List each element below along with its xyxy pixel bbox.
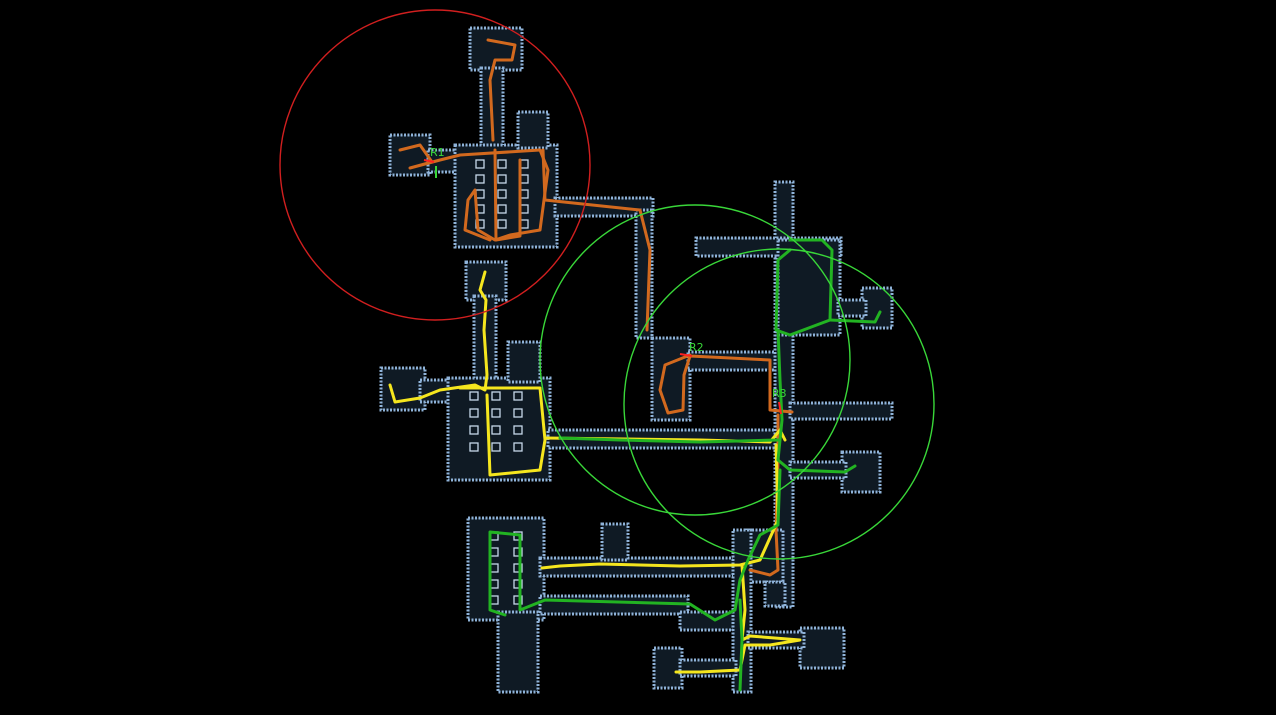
ring-r2 <box>539 204 851 516</box>
room-mid-top <box>464 260 508 302</box>
shelf-cell <box>497 204 507 214</box>
shelf-cell <box>475 219 485 229</box>
path-orange-branch <box>493 148 522 242</box>
path-yellow-mid-room <box>458 386 547 477</box>
path-green-south-2 <box>738 598 744 692</box>
shelf-cell <box>513 531 523 541</box>
shelf-cell <box>513 547 523 557</box>
path-orange-east <box>541 148 652 332</box>
room-south-west-lower <box>496 610 540 694</box>
robot-r2-heading <box>679 353 693 357</box>
room-south-tiny <box>763 580 787 608</box>
room-south-small <box>652 646 684 690</box>
shelf-cell <box>469 391 479 401</box>
shelf-cell <box>491 408 501 418</box>
robot-r3[interactable]: R3 <box>772 387 787 415</box>
shelf-cell <box>513 563 523 573</box>
robot-r3-label: R3 <box>772 387 787 400</box>
shelf-cell <box>497 174 507 184</box>
shelf-cell <box>475 174 485 184</box>
path-yellow-south-2 <box>674 563 802 674</box>
sensor-rings <box>279 9 935 560</box>
map-structure <box>379 26 894 694</box>
robot-markers[interactable]: R1 R2 R3 <box>423 146 787 415</box>
room-mid-main <box>446 376 552 482</box>
path-green-corridor <box>558 436 780 444</box>
room-mid-left <box>379 366 427 412</box>
ring-r3 <box>623 248 935 560</box>
shelf-cell <box>513 579 523 589</box>
shelf-cell <box>497 159 507 169</box>
robot-r1-heading <box>423 159 435 163</box>
shelf-cell <box>497 219 507 229</box>
path-yellow-mid <box>388 270 489 404</box>
shelf-cell <box>513 408 523 418</box>
path-green-south <box>488 468 782 622</box>
robot-r1[interactable]: R1 <box>423 146 445 178</box>
robot-r2[interactable]: R2 <box>679 341 704 357</box>
shelf-cell <box>497 189 507 199</box>
shelf-cell <box>513 595 523 605</box>
shelf-cell <box>513 442 523 452</box>
room-mid-main-ext <box>506 340 542 384</box>
ring-r1 <box>279 9 591 321</box>
shelf-cell <box>513 391 523 401</box>
shelf-cell <box>475 159 485 169</box>
room-south-mid-top <box>600 522 630 562</box>
shelf-cell <box>491 425 501 435</box>
room-main-top-ext <box>516 110 550 150</box>
shelf-cell <box>491 391 501 401</box>
path-green-north <box>774 238 834 337</box>
corridor-south-lower <box>538 594 690 616</box>
corridor-south-small <box>678 658 738 678</box>
shelf-cell <box>513 425 523 435</box>
corridor-south-upper <box>538 556 742 578</box>
room-far-east-bottom <box>840 450 882 494</box>
shelf-cell <box>491 442 501 452</box>
robot-r3-heading <box>778 401 782 415</box>
shelf-cell <box>469 425 479 435</box>
shelf-cell <box>469 442 479 452</box>
robot-r1-label: R1 <box>430 146 445 159</box>
room-south-east <box>798 626 846 670</box>
robot-paths <box>388 38 882 692</box>
path-green-main <box>776 328 857 474</box>
corridor-far-east-top <box>836 298 868 318</box>
robot-r2-label: R2 <box>689 341 704 354</box>
path-orange-r2 <box>658 353 794 415</box>
path-orange-top <box>486 38 517 142</box>
shelf-cell <box>469 408 479 418</box>
